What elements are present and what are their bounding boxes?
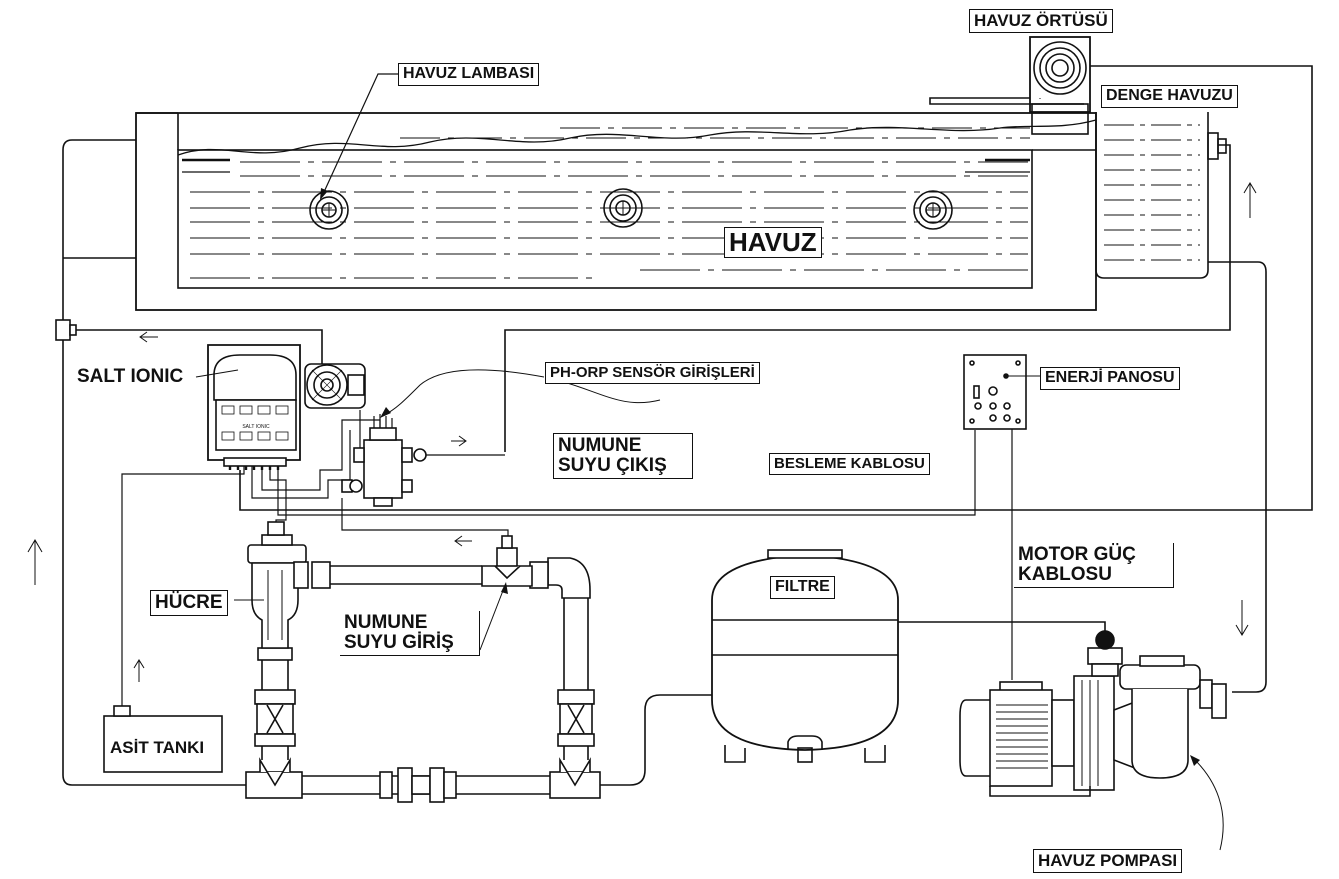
return-pipe: [239, 65, 1313, 511]
pool-lamp: [603, 188, 643, 228]
label-numune-giris-line1: NUMUNE: [344, 612, 428, 633]
label-motor-guc-kablosu: MOTOR GÜÇ KABLOSU: [1014, 543, 1174, 588]
pool-lamp: [309, 190, 349, 230]
salt-ionic-controller: SALT IONIC: [207, 344, 301, 470]
sample-in-pipe: [311, 535, 549, 589]
right-pipe-column: [547, 557, 595, 760]
flow-arrows: [27, 182, 1257, 682]
lamp-leader-line: [323, 73, 400, 193]
label-havuz-ortusu: HAVUZ ÖRTÜSÜ: [969, 9, 1113, 33]
label-havuz: HAVUZ: [724, 227, 822, 259]
label-havuz-lambasi: HAVUZ LAMBASI: [398, 63, 540, 86]
pool-pump: [959, 630, 1227, 797]
label-salt-ionic: SALT IONIC: [77, 366, 184, 387]
bottom-manifold: [245, 757, 601, 803]
pool-lamp: [913, 190, 953, 230]
cell-pipe-column: [254, 647, 296, 760]
ph-orp-sensor-housing: [341, 414, 505, 507]
label-numune-suyu-giris: NUMUNE SUYU GİRİŞ: [340, 611, 480, 656]
sand-filter: [711, 549, 899, 763]
label-havuz-pompasi: HAVUZ POMPASI: [1033, 849, 1183, 873]
pool-basin: [135, 112, 1097, 311]
label-besleme-kablosu: BESLEME KABLOSU: [769, 453, 930, 475]
label-enerji-panosu: ENERJİ PANOSU: [1040, 367, 1180, 390]
label-hucre: HÜCRE: [150, 590, 228, 616]
label-numune-suyu-cikis: NUMUNE SUYU ÇIKIŞ: [553, 433, 693, 479]
energy-panel: [963, 354, 1040, 680]
acid-tank: [103, 705, 223, 773]
balance-tank: [1095, 112, 1227, 279]
label-denge-havuzu: DENGE HAVUZU: [1101, 85, 1238, 108]
label-numune-cikis-line1: NUMUNE: [558, 435, 642, 456]
label-motor-guc-line1: MOTOR GÜÇ: [1018, 544, 1136, 565]
label-filtre: FILTRE: [770, 576, 835, 599]
left-pipe: [62, 139, 136, 320]
device-brand-text: SALT IONIC: [242, 424, 270, 430]
label-asit-tanki: ASİT TANKI: [110, 738, 205, 757]
label-numune-giris-line2: SUYU GİRİŞ: [344, 631, 454, 653]
pool-cover-reel: [929, 36, 1091, 135]
label-ph-orp: PH-ORP SENSÖR GİRİŞLERİ: [545, 362, 760, 384]
electrolysis-cell: [247, 521, 309, 649]
label-motor-guc-line2: KABLOSU: [1018, 563, 1112, 585]
label-numune-cikis-line2: SUYU ÇIKIŞ: [558, 454, 667, 476]
acid-dosing-pump: [304, 363, 366, 409]
